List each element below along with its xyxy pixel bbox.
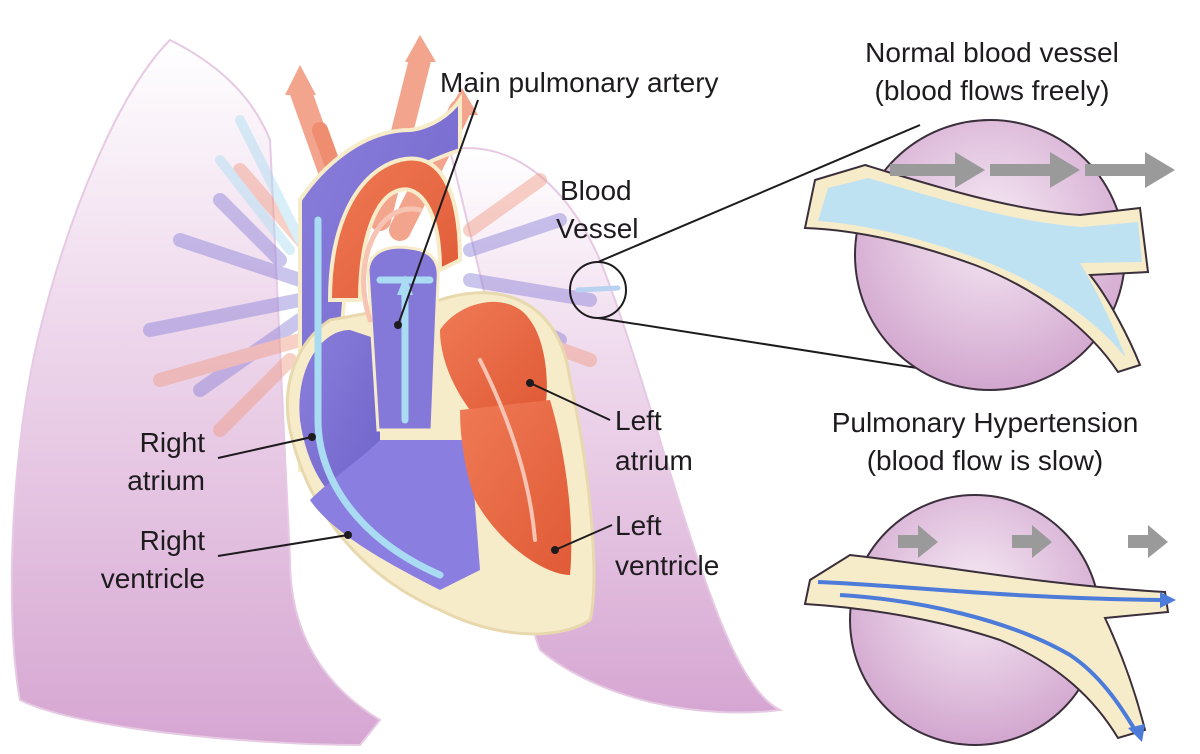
leader-left-ventricle: [554, 524, 613, 551]
zoom-line-top: [597, 124, 921, 263]
label-normal-title: Normal blood vessel: [865, 37, 1119, 68]
label-right-atrium-2: atrium: [127, 465, 205, 496]
normal-vessel-view: [803, 119, 1175, 391]
label-hypertension-title: Pulmonary Hypertension: [832, 407, 1139, 438]
leader-right-atrium: [217, 436, 313, 459]
leader-right-ventricle: [217, 534, 349, 557]
slow-arrow-2: [1012, 525, 1052, 558]
label-left-ventricle-1: Left: [615, 510, 662, 541]
up-arrow-1: [285, 65, 316, 95]
fast-flow-arrows: [890, 152, 1175, 188]
aortic-arch: [327, 156, 463, 302]
label-left-atrium-2: atrium: [615, 445, 693, 476]
fast-arrow-3: [1085, 152, 1175, 188]
left-ventricle: [460, 400, 572, 575]
label-right-ventricle-1: Right: [140, 525, 206, 556]
slow-arrow-1: [898, 525, 938, 558]
label-left-ventricle-2: ventricle: [615, 550, 719, 581]
fast-arrow-2: [990, 152, 1080, 188]
right-lung: [10, 38, 382, 747]
right-ventricle: [310, 440, 480, 590]
hypertension-narrow-lumen: [817, 580, 1161, 732]
zoom-line-bottom: [597, 317, 931, 371]
heart: [285, 93, 596, 636]
label-blood-vessel-1: Blood: [560, 175, 632, 206]
label-right-atrium-1: Right: [140, 427, 206, 458]
left-atrium: [440, 301, 547, 410]
slow-arrow-3: [1128, 525, 1168, 558]
normal-vessel-lumen: [818, 178, 1142, 358]
hp-arrow-tip-1: [1160, 592, 1176, 608]
label-hypertension-subtitle: (blood flow is slow): [867, 445, 1104, 476]
label-normal-subtitle: (blood flows freely): [875, 75, 1110, 106]
leader-lines: [217, 99, 613, 557]
label-main-pulmonary-artery: Main pulmonary artery: [440, 67, 719, 98]
up-arrow-2: [405, 35, 436, 62]
leader-left-atrium: [529, 382, 611, 421]
hypertension-vessel-view: [803, 494, 1176, 746]
leader-dots: [308, 321, 559, 554]
label-right-ventricle-2: ventricle: [101, 563, 205, 594]
label-left-atrium-1: Left: [615, 405, 662, 436]
label-blood-vessel-2: Vessel: [556, 213, 639, 244]
fast-arrow-1: [890, 152, 985, 188]
flow-arrow-up: [397, 275, 413, 295]
slow-flow-arrows: [898, 525, 1168, 558]
leader-main-pulmonary-artery: [397, 99, 479, 326]
magnifier-vessel: [575, 285, 621, 293]
hp-arrow-tip-2: [1128, 724, 1145, 742]
